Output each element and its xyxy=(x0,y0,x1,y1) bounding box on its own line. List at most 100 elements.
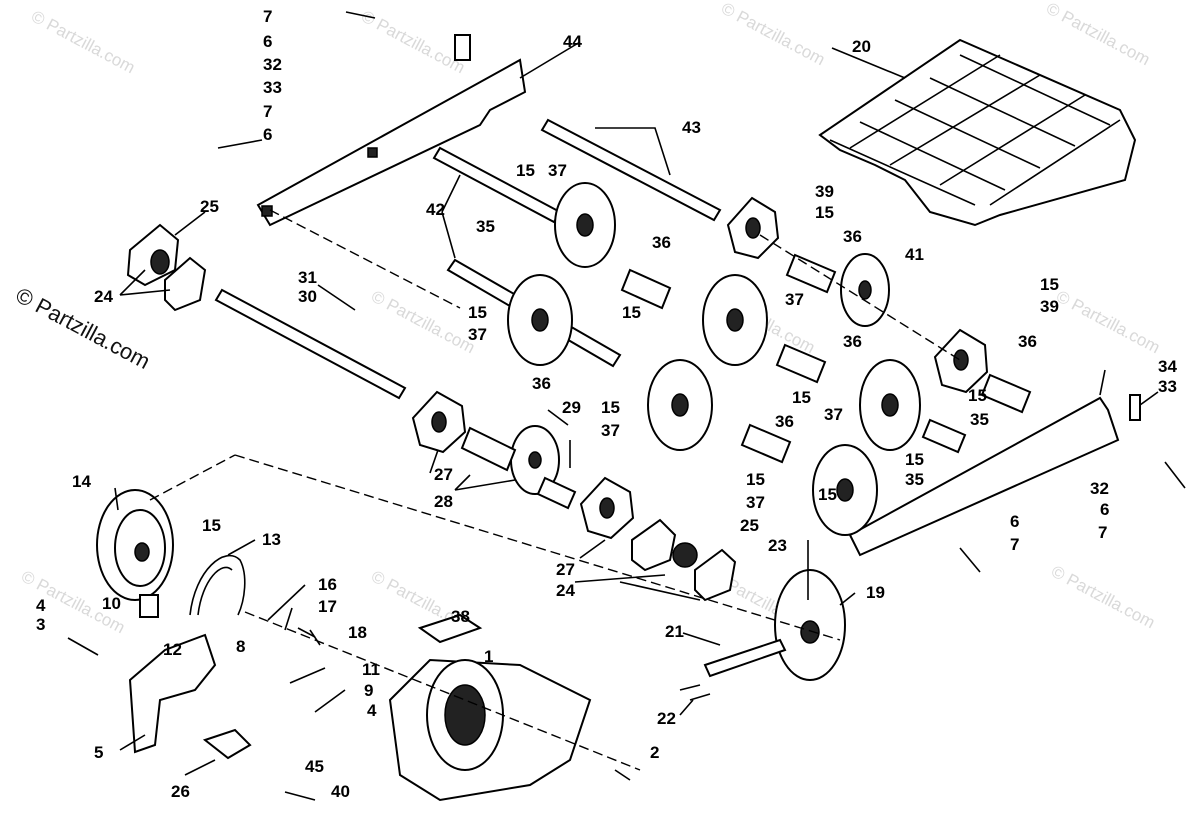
callout-18: 18 xyxy=(348,623,367,642)
callout-15: 15 xyxy=(622,303,641,322)
callout-32: 32 xyxy=(1090,479,1109,498)
callout-22: 22 xyxy=(657,709,676,728)
callout-6: 6 xyxy=(263,125,272,144)
callout-11: 11 xyxy=(362,660,380,679)
idler-wheels xyxy=(507,182,921,536)
bearings xyxy=(126,223,737,602)
callout-7: 7 xyxy=(263,102,272,121)
callout-35: 35 xyxy=(476,217,495,236)
callout-35: 35 xyxy=(905,470,924,489)
callout-15: 15 xyxy=(468,303,487,322)
watermark-faint: © Partzilla.com xyxy=(368,287,478,358)
drive-sprockets xyxy=(411,196,989,540)
spacers xyxy=(460,253,1032,510)
callout-32: 32 xyxy=(263,55,282,74)
callout-34: 34 xyxy=(1158,357,1177,376)
chaincase-cover xyxy=(388,613,592,802)
watermark-faint: © Partzilla.com xyxy=(1043,0,1153,69)
callout-7: 7 xyxy=(1010,535,1019,554)
callout-40: 40 xyxy=(331,782,350,801)
track-belt xyxy=(818,38,1137,227)
callout-36: 36 xyxy=(532,374,551,393)
callout-25: 25 xyxy=(740,516,759,535)
callout-30: 30 xyxy=(298,287,317,306)
callout-45: 45 xyxy=(305,757,324,776)
driven-sprocket xyxy=(679,540,846,701)
alignment-lines xyxy=(149,209,961,771)
callout-31: 31 xyxy=(298,268,317,287)
callout-20: 20 xyxy=(852,37,871,56)
watermark-faint: © Partzilla.com xyxy=(1048,562,1158,633)
callout-15: 15 xyxy=(202,516,221,535)
callout-5: 5 xyxy=(94,743,103,762)
callout-7: 7 xyxy=(1098,523,1107,542)
callout-10: 10 xyxy=(102,594,121,613)
callout-3: 3 xyxy=(36,615,45,634)
callout-42: 42 xyxy=(426,200,445,219)
callout-8: 8 xyxy=(236,637,245,656)
callout-7: 7 xyxy=(263,7,272,26)
callout-43: 43 xyxy=(682,118,701,137)
callout-12: 12 xyxy=(163,640,182,659)
callout-37: 37 xyxy=(548,161,567,180)
callout-27: 27 xyxy=(434,465,453,484)
callout-15: 15 xyxy=(1040,275,1059,294)
upper-side-rail xyxy=(256,34,527,227)
callout-15: 15 xyxy=(792,388,811,407)
callout-26: 26 xyxy=(171,782,190,801)
callout-29: 29 xyxy=(562,398,581,417)
callout-37: 37 xyxy=(468,325,487,344)
callout-36: 36 xyxy=(1018,332,1037,351)
callout-36: 36 xyxy=(775,412,794,431)
callout-15: 15 xyxy=(818,485,837,504)
callout-27: 27 xyxy=(556,560,575,579)
watermark-faint: © Partzilla.com xyxy=(1053,287,1163,358)
callout-15: 15 xyxy=(746,470,765,489)
callout-15: 15 xyxy=(905,450,924,469)
callout-37: 37 xyxy=(746,493,765,512)
callout-35: 35 xyxy=(970,410,989,429)
callout-labels: 1 2 3 4 4 5 6 6 6 6 7 7 7 7 8 9 10 11 12… xyxy=(36,7,1177,801)
callout-15: 15 xyxy=(968,386,987,405)
callout-33: 33 xyxy=(1158,377,1177,396)
callout-9: 9 xyxy=(364,681,373,700)
callout-41: 41 xyxy=(905,245,924,264)
callout-1: 1 xyxy=(484,647,493,666)
leader-lines xyxy=(114,41,1159,776)
callout-6: 6 xyxy=(1100,500,1109,519)
callout-24: 24 xyxy=(94,287,113,306)
watermark-main: © Partzilla.com xyxy=(12,282,155,374)
callout-4: 4 xyxy=(367,701,377,720)
callout-39: 39 xyxy=(1040,297,1059,316)
callout-39: 39 xyxy=(815,182,834,201)
callout-15: 15 xyxy=(815,203,834,222)
drive-pulley xyxy=(96,489,174,601)
callout-33: 33 xyxy=(263,78,282,97)
callout-38: 38 xyxy=(451,607,470,626)
brake-band xyxy=(189,554,246,616)
callout-13: 13 xyxy=(262,530,281,549)
callout-16: 16 xyxy=(318,575,337,594)
callout-37: 37 xyxy=(601,421,620,440)
callout-21: 21 xyxy=(665,622,684,641)
callout-36: 36 xyxy=(843,227,862,246)
watermark-faint: © Partzilla.com xyxy=(28,7,138,78)
callout-2: 2 xyxy=(650,743,659,762)
callout-36: 36 xyxy=(652,233,671,252)
callout-15: 15 xyxy=(601,398,620,417)
callout-36: 36 xyxy=(843,332,862,351)
callout-24: 24 xyxy=(556,581,575,600)
watermark-faint: © Partzilla.com xyxy=(718,0,828,69)
callout-6: 6 xyxy=(1010,512,1019,531)
callout-19: 19 xyxy=(866,583,885,602)
callout-25: 25 xyxy=(200,197,219,216)
brake-bracket xyxy=(128,594,252,760)
callout-44: 44 xyxy=(563,32,582,51)
callout-4: 4 xyxy=(36,596,46,615)
callout-15: 15 xyxy=(516,161,535,180)
callout-14: 14 xyxy=(72,472,91,491)
callout-37: 37 xyxy=(785,290,804,309)
callout-37: 37 xyxy=(824,405,843,424)
callout-23: 23 xyxy=(768,536,787,555)
